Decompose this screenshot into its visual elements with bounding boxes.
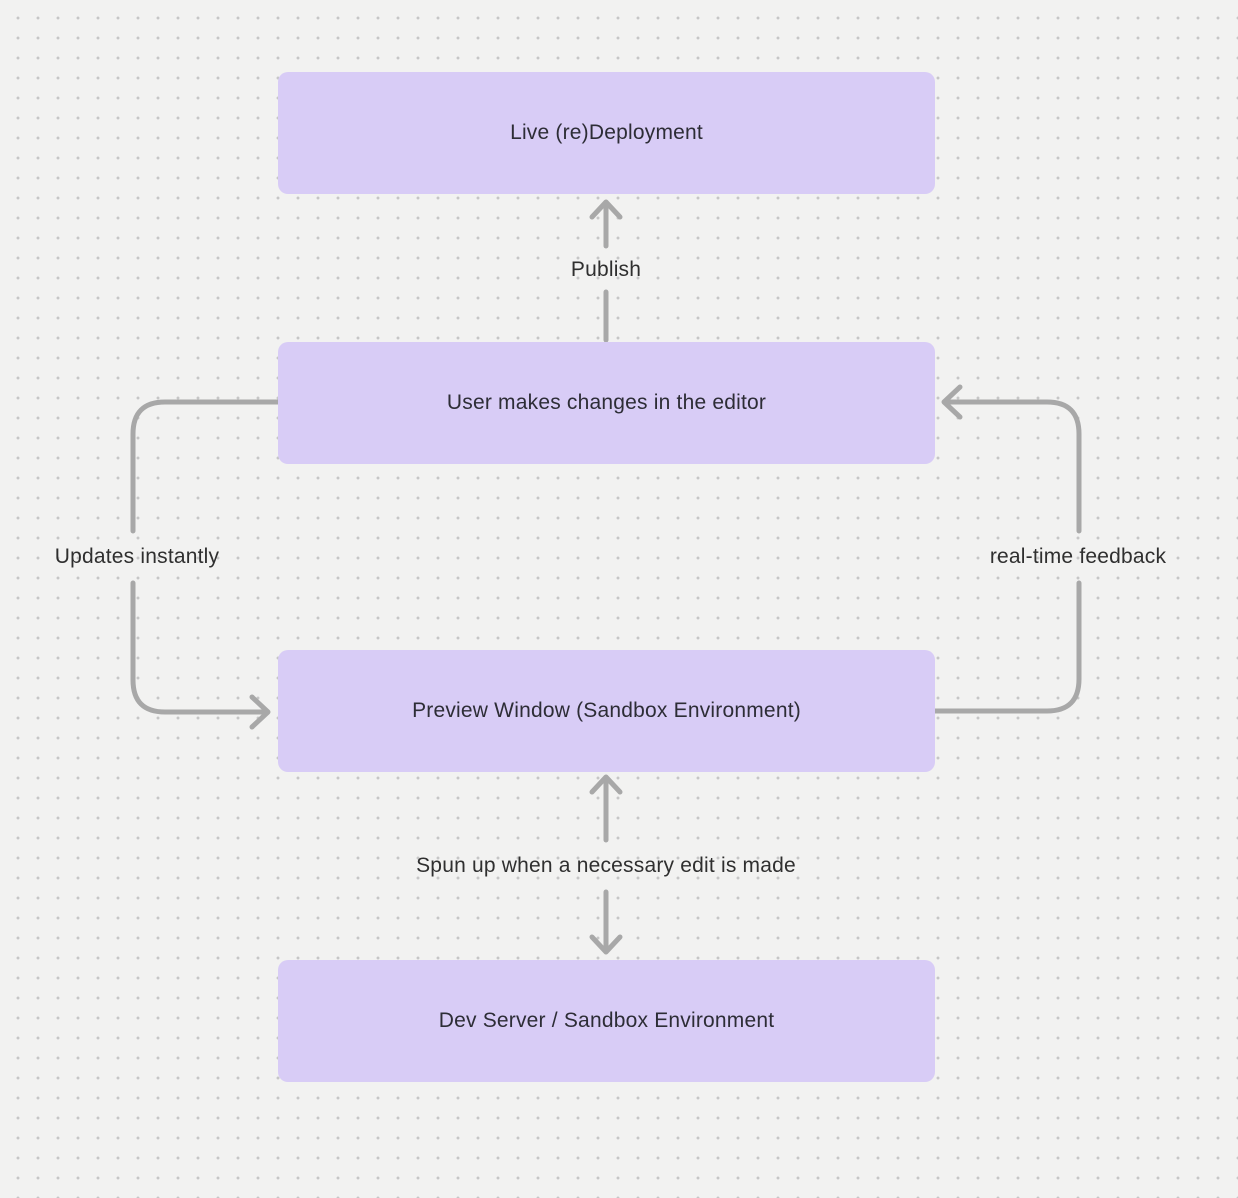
updates-arrowhead-right-icon [249, 694, 271, 730]
realtime-feedback-arrow [932, 384, 1082, 714]
updates-instantly-arrow [130, 399, 281, 730]
spunup-arrowhead-down-icon [589, 934, 623, 955]
node-preview-window[interactable]: Preview Window (Sandbox Environment) [278, 650, 935, 772]
feedback-arrowhead-left-icon [941, 384, 963, 420]
updates-arrow-upper-segment [130, 399, 281, 534]
node-label: Preview Window (Sandbox Environment) [412, 699, 801, 722]
node-label: Dev Server / Sandbox Environment [438, 1009, 775, 1032]
node-label: Live (re)Deployment [510, 121, 703, 144]
feedback-arrow-upper-segment [947, 399, 1082, 534]
edge-label-spun-up: Spun up when a necessary edit is made [416, 854, 796, 877]
node-label: User makes changes in the editor [446, 391, 767, 414]
edge-label-realtime-feedback: real-time feedback [989, 545, 1167, 568]
edge-label-publish: Publish [570, 258, 642, 281]
spun-up-arrow [589, 774, 623, 955]
publish-arrow [589, 199, 623, 343]
publish-arrowhead-up-icon [589, 199, 623, 220]
spunup-arrowhead-up-icon [589, 774, 623, 795]
node-user-editor[interactable]: User makes changes in the editor [278, 342, 935, 464]
edge-label-updates-instantly: Updates instantly [54, 545, 220, 568]
node-live-redeployment[interactable]: Live (re)Deployment [278, 72, 935, 194]
feedback-arrow-lower-segment [932, 580, 1082, 714]
node-dev-server[interactable]: Dev Server / Sandbox Environment [278, 960, 935, 1082]
updates-arrow-lower-segment [130, 580, 265, 715]
